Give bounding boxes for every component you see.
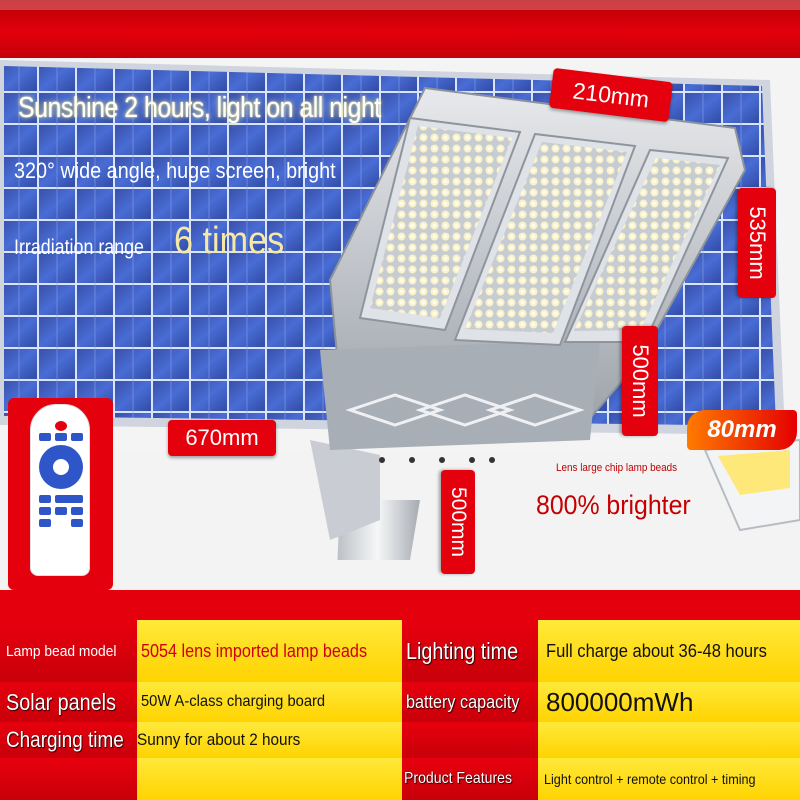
spec-table: Lamp bead model 5054 lens imported lamp …: [0, 620, 800, 800]
lens-label: Lens large chip lamp beads: [556, 462, 678, 474]
spec-value-battery: 800000mWh: [538, 682, 800, 722]
remote-control: [30, 404, 90, 576]
spec-filler-yellow: [538, 722, 800, 758]
range-value: 6 times: [174, 220, 285, 262]
dimension-badge-bracket: 500mm: [441, 470, 475, 574]
remote-button: [55, 495, 83, 503]
spec-value-text: Full charge about 36-48 hours: [546, 640, 767, 661]
remote-control-card: [8, 398, 113, 590]
dimension-badge-panel: 670mm: [168, 420, 276, 456]
remote-button: [39, 495, 51, 503]
spec-label-text: Lamp bead model: [6, 642, 117, 660]
dimension-badge-side: 535mm: [738, 188, 776, 298]
remote-button: [71, 507, 83, 515]
remote-button: [39, 507, 51, 515]
spec-label-battery: battery capacity: [402, 682, 538, 722]
spec-label-lighting: Lighting time: [402, 620, 538, 682]
spec-label-solar: Solar panels: [0, 682, 137, 722]
spec-label-lamp-bead: Lamp bead model: [0, 620, 137, 682]
spec-value-features: Light control + remote control + timing: [538, 758, 800, 800]
spec-value-text: Sunny for about 2 hours: [137, 730, 301, 749]
remote-button: [55, 433, 67, 441]
dimension-badge-depth: 500mm: [622, 326, 658, 436]
remote-button: [71, 433, 83, 441]
spec-label-text: Product Features: [404, 770, 513, 787]
remote-button: [39, 433, 51, 441]
spec-label-text: Lighting time: [406, 637, 519, 664]
bottom-red-band: [0, 590, 800, 620]
remote-dial: [39, 445, 83, 489]
spec-filler-red: [402, 722, 538, 758]
remote-button: [55, 507, 67, 515]
spec-value-lamp-bead: 5054 lens imported lamp beads: [137, 620, 402, 682]
spec-label-charging: Charging time: [0, 722, 137, 758]
spec-filler-yellow: [137, 758, 402, 800]
spec-label-text: battery capacity: [406, 691, 520, 712]
headline: Sunshine 2 hours, light on all night: [18, 92, 381, 124]
remote-button-top: [55, 421, 67, 431]
spec-value-solar: 50W A-class charging board: [137, 682, 402, 722]
remote-button: [39, 519, 51, 527]
spec-value-text: 5054 lens imported lamp beads: [141, 640, 368, 661]
spec-value-charging: Sunny for about 2 hours: [137, 722, 402, 758]
spec-filler-red: [0, 758, 137, 800]
wide-angle-text: 320° wide angle, huge screen, bright: [14, 158, 336, 183]
brighter-text: 800% brighter: [536, 490, 691, 520]
remote-button: [71, 519, 83, 527]
product-hero: Sunshine 2 hours, light on all night 320…: [0, 0, 800, 620]
dimension-badge-lens: 80mm: [687, 410, 797, 450]
pole-base-area: [0, 560, 800, 590]
spec-value-lighting: Full charge about 36-48 hours: [538, 620, 800, 682]
spec-value-text: Light control + remote control + timing: [544, 771, 756, 787]
spec-label-features: Product Features: [402, 758, 538, 800]
spec-value-text: 50W A-class charging board: [141, 693, 326, 710]
range-label: Irradiation range: [14, 236, 144, 259]
spec-value-text: 800000mWh: [546, 686, 694, 717]
spec-label-text: Solar panels: [6, 688, 116, 715]
spec-label-text: Charging time: [6, 727, 124, 752]
top-red-band: [0, 0, 800, 58]
